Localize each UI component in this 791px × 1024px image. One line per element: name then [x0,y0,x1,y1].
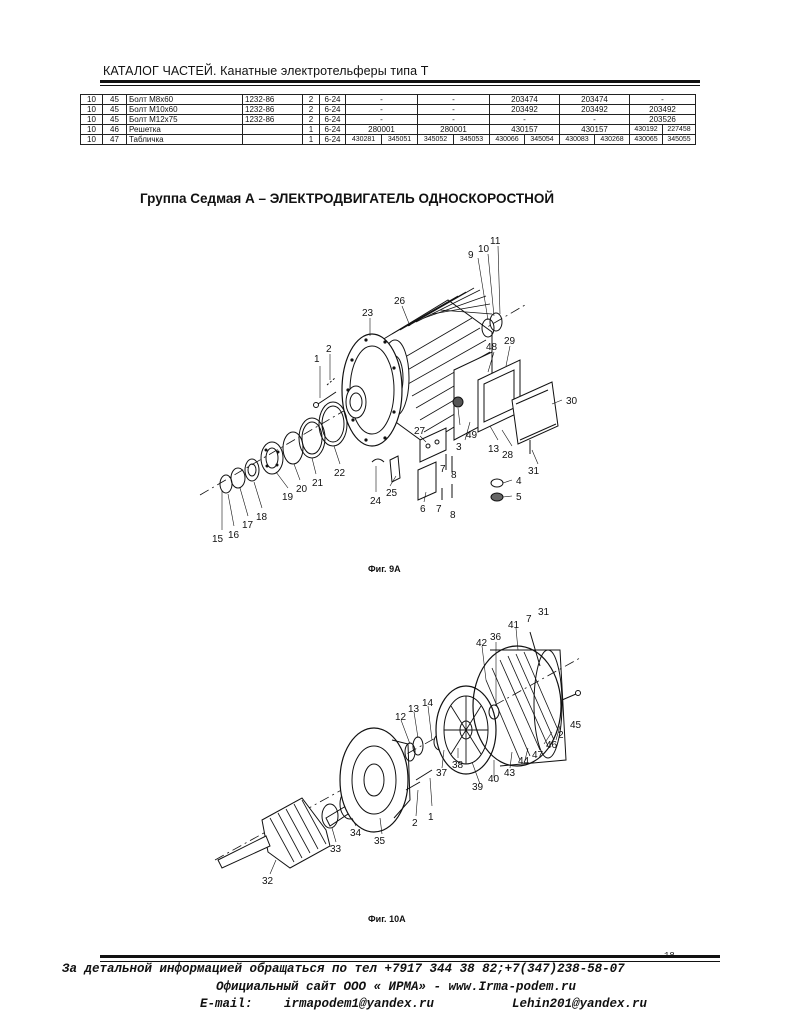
fig9a-label-5: 5 [516,492,522,503]
fig9a-label-15: 15 [212,534,224,545]
fig9a-label-1: 1 [314,354,320,365]
fig9a-label-30: 30 [566,396,578,407]
fig10a-label-14: 14 [422,698,434,709]
page-header-title: КАТАЛОГ ЧАСТЕЙ. Канатные электротельферы… [103,64,429,78]
fig9a-label-31: 31 [528,466,540,477]
fig9a-label-24: 24 [370,496,382,507]
fig10a-label-33: 33 [330,844,342,855]
fig10a-label-31: 31 [538,607,550,618]
fig9a-caption: Фиг. 9А [368,564,401,574]
fig10a-label-32: 32 [262,876,274,887]
fig10a-label-37: 37 [436,768,448,779]
fig9a-label-22: 22 [334,468,346,479]
fig10a-callouts: 1 2 12 13 14 31 7 41 36 42 45 2 46 47 44… [262,607,582,887]
fig9a-label-8: 8 [451,470,457,481]
fig9a-label-29: 29 [504,336,516,347]
footer-website-line: Официальный сайт ООО « ИРМА» - www.Irma-… [216,980,577,994]
fig10a-label-45: 45 [570,720,582,731]
fig10a-label-41: 41 [508,620,520,631]
footer-rule-thin [100,961,720,962]
fig9a-label-16: 16 [228,530,240,541]
fig9a-label-4: 4 [516,476,522,487]
footer-contact-phones: За детальной информацией обращаться по т… [62,962,625,976]
footer-email-1[interactable]: irmapodem1@yandex.ru [284,997,435,1011]
fig9a-label-9: 9 [468,250,474,261]
fig9a-label-20: 20 [296,484,308,495]
footer-rule-thick [100,955,720,958]
fig9a-label-26: 26 [394,296,406,307]
fig9a-label-17: 17 [242,520,254,531]
header-rule-thick [100,80,700,83]
fig9a-label-23: 23 [362,308,374,319]
fig9a-label-28: 28 [502,450,514,461]
fig9a-label-49: 49 [466,430,478,441]
fig10a-label-1: 1 [428,812,434,823]
fig10a-label-46: 46 [546,740,558,751]
fig9a-label-7b: 7 [436,504,442,515]
fig9a-drawing [199,287,559,502]
fig10a-label-2: 2 [412,818,418,829]
fig9a-label-25: 25 [386,488,398,499]
fig10a-label-2b: 2 [558,730,564,741]
fig9a-label-10: 10 [478,244,490,255]
fig9a-label-7: 7 [440,464,446,475]
fig9a-label-19: 19 [282,492,294,503]
fig10a-label-38: 38 [452,760,464,771]
fig10a-label-43: 43 [504,768,516,779]
fig9a-label-11: 11 [490,236,501,247]
fig10a-label-36: 36 [490,632,502,643]
fig10a-label-34: 34 [350,828,362,839]
fig10a-label-13: 13 [408,704,420,715]
fig9a-label-13: 13 [488,444,500,455]
header-rule-thin [100,85,700,86]
fig10a-drawing [214,631,581,869]
row-part-number-cell: 345055 [662,134,696,145]
fig10a-label-7: 7 [526,614,532,625]
fig10a-label-44: 44 [518,756,530,767]
fig10a-caption: Фиг. 10А [368,914,406,924]
fig9a-label-2: 2 [326,344,332,355]
fig9a-label-18: 18 [256,512,268,523]
fig10a-label-12: 12 [395,712,407,723]
fig10a-label-39: 39 [472,782,484,793]
fig10a-label-40: 40 [488,774,500,785]
group-title: Группа Седмая А – ЭЛЕКТРОДВИГАТЕЛЬ ОДНОС… [140,191,555,206]
fig10a-label-42: 42 [476,638,488,649]
fig9a-label-3: 3 [456,442,462,453]
fig9a-label-48: 48 [486,342,498,353]
fig9a-label-6: 6 [420,504,426,515]
fig9a-label-8b: 8 [450,510,456,521]
fig10a-label-35: 35 [374,836,386,847]
fig9a-label-27: 27 [414,426,426,437]
fig9a-label-21: 21 [312,478,324,489]
fig9a-callouts: 1 2 3 4 5 6 7 8 9 10 11 13 15 16 17 18 1… [212,236,578,545]
fig10a-label-47: 47 [532,750,544,761]
footer-email-2[interactable]: Lehin201@yandex.ru [512,997,648,1011]
footer-email-label: E-mail: [200,997,253,1011]
